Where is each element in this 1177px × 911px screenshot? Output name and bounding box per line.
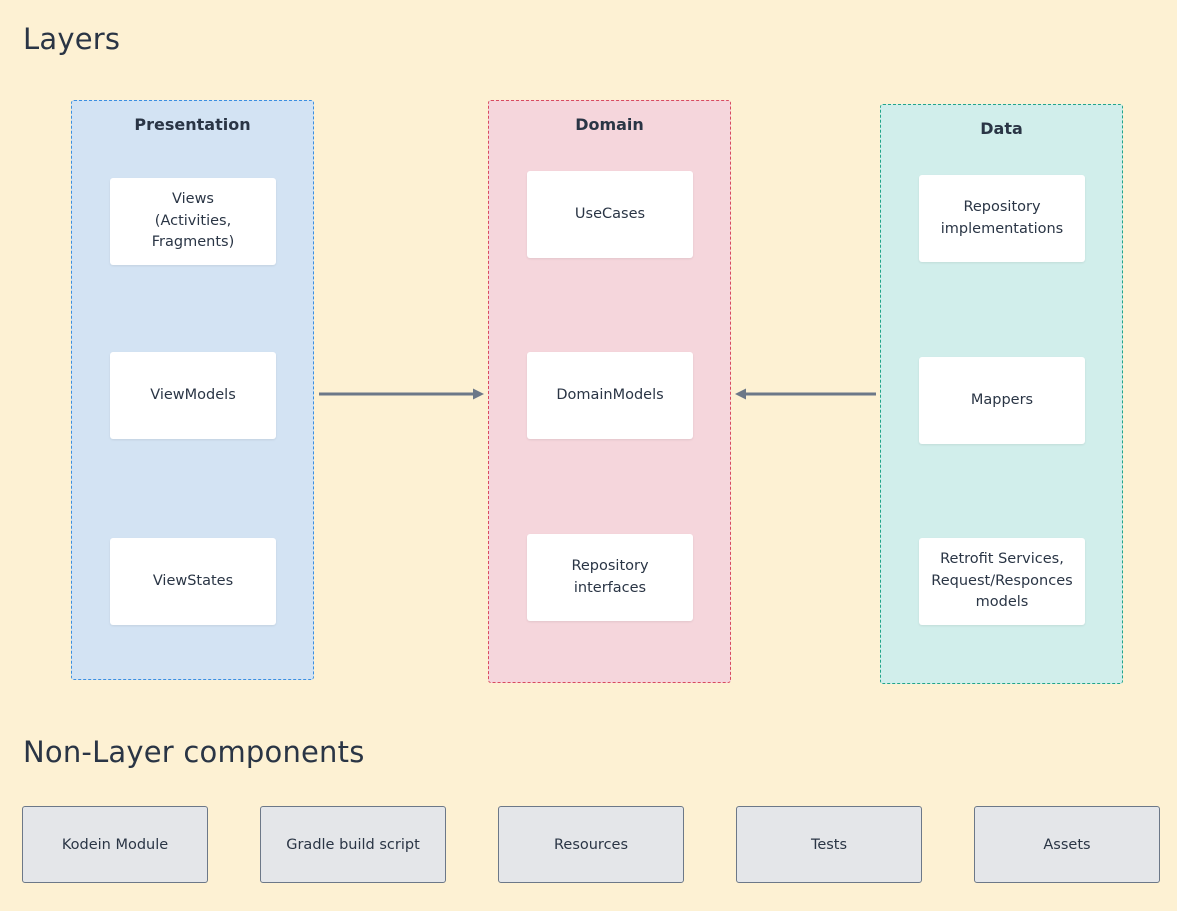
data-to-domain-arrow bbox=[735, 388, 876, 400]
retrofit-services-card: Retrofit Services, Request/Responces mod… bbox=[919, 538, 1085, 625]
domain-layer-title: Domain bbox=[575, 115, 644, 134]
domain-layer: Domain UseCases DomainModels Repository … bbox=[488, 100, 731, 683]
repository-interfaces-card: Repository interfaces bbox=[527, 534, 693, 621]
tests-box: Tests bbox=[736, 806, 922, 883]
viewmodels-card: ViewModels bbox=[110, 352, 276, 439]
presentation-to-domain-arrow bbox=[319, 388, 484, 400]
presentation-layer: Presentation Views (Activities, Fragment… bbox=[71, 100, 314, 680]
data-layer: Data Repository implementations Mappers … bbox=[880, 104, 1123, 684]
mappers-card: Mappers bbox=[919, 357, 1085, 444]
repository-implementations-card: Repository implementations bbox=[919, 175, 1085, 262]
domainmodels-card: DomainModels bbox=[527, 352, 693, 439]
viewstates-card: ViewStates bbox=[110, 538, 276, 625]
assets-box: Assets bbox=[974, 806, 1160, 883]
presentation-layer-title: Presentation bbox=[134, 115, 251, 134]
views-card: Views (Activities, Fragments) bbox=[110, 178, 276, 265]
kodein-module-box: Kodein Module bbox=[22, 806, 208, 883]
usecases-card: UseCases bbox=[527, 171, 693, 258]
resources-box: Resources bbox=[498, 806, 684, 883]
layers-heading: Layers bbox=[23, 22, 121, 56]
non-layer-components-heading: Non-Layer components bbox=[23, 735, 365, 769]
gradle-build-script-box: Gradle build script bbox=[260, 806, 446, 883]
data-layer-title: Data bbox=[980, 119, 1023, 138]
